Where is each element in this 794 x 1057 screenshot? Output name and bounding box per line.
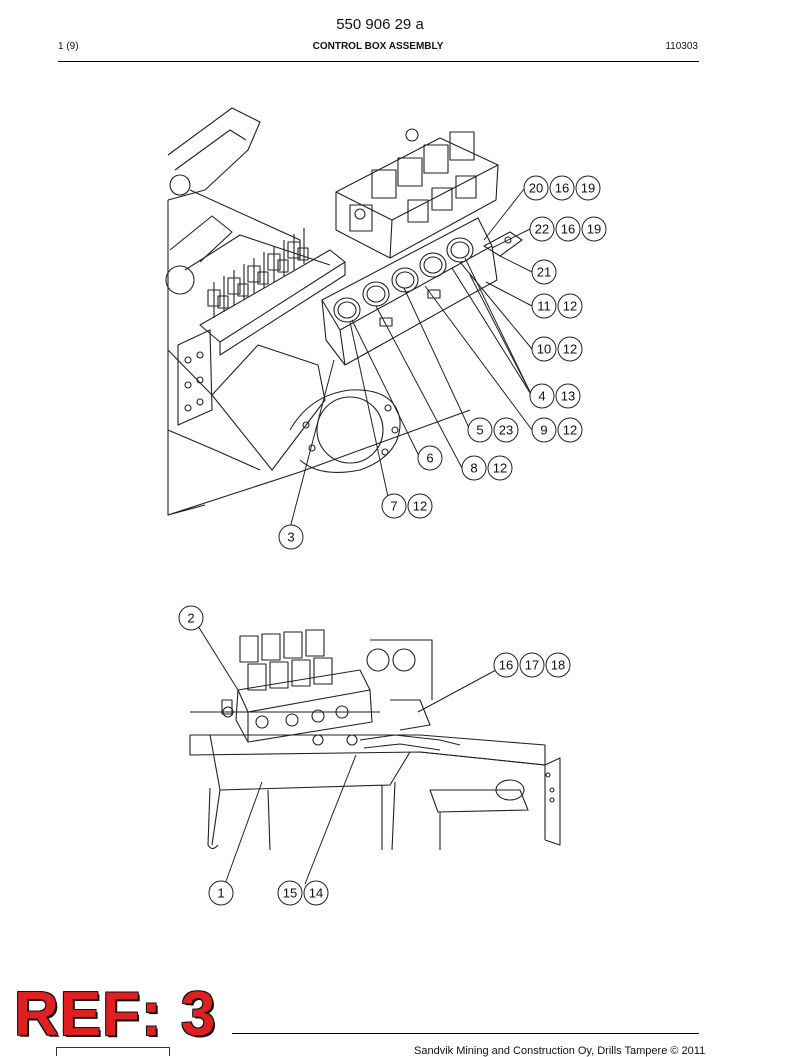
top-callout-balloon-label: 3	[287, 530, 294, 545]
top-callout-balloon-label: 7	[390, 499, 397, 514]
top-callout-balloon-circle	[417, 445, 443, 471]
bottom-callout-balloon-circle	[303, 880, 329, 906]
top-callout-balloon-circle	[557, 336, 583, 362]
top-callout-balloon-circle	[529, 216, 555, 242]
bottom-callout-balloon-label: 14	[309, 886, 323, 901]
top-callout-balloon-circle	[555, 216, 581, 242]
top-callout-balloon-label: 6	[426, 451, 433, 466]
top-callout-balloon-circle	[531, 336, 557, 362]
top-callout-balloon-label: 16	[561, 222, 575, 237]
bottom-callout-balloon-circle	[277, 880, 303, 906]
top-callout-balloon-label: 23	[499, 423, 513, 438]
top-callout-balloon-label: 12	[413, 499, 427, 514]
top-callout-balloon-circle	[531, 259, 557, 285]
top-callout-balloon-label: 19	[587, 222, 601, 237]
top-callout-balloon-circle	[531, 417, 557, 443]
top-callout-balloon-label: 8	[470, 461, 477, 476]
bottom-callout-balloon-label: 18	[551, 658, 565, 673]
bottom-callout-balloon-label: 2	[187, 611, 194, 626]
top-assembly-illustration	[165, 107, 523, 516]
top-callout-balloon-circle	[575, 175, 601, 201]
top-callout-balloon-circle	[381, 493, 407, 519]
revision-date: 110303	[665, 41, 698, 52]
top-callout-balloon-circle	[523, 175, 549, 201]
top-callout-balloon-circle	[549, 175, 575, 201]
top-callout-balloon-label: 12	[563, 423, 577, 438]
top-callout-balloon-label: 5	[476, 423, 483, 438]
top-callout-balloon-circle	[557, 293, 583, 319]
bottom-callout-balloon-label: 16	[499, 658, 513, 673]
top-callout-balloon-label: 16	[555, 181, 569, 196]
page-counter: 1 (9)	[58, 41, 79, 52]
left-valve-fittings	[207, 228, 309, 318]
top-callout-balloon-circle	[461, 455, 487, 481]
top-callout-balloon-label: 10	[537, 342, 551, 357]
bottom-assembly-illustration	[189, 629, 561, 851]
top-callout-balloon-label: 19	[581, 181, 595, 196]
top-leader-lines	[289, 188, 533, 529]
top-callout-balloon-circle	[529, 383, 555, 409]
top-callout-balloon-circle	[557, 417, 583, 443]
top-callout-balloon-label: 20	[529, 181, 543, 196]
top-callout-balloon-circle	[493, 417, 519, 443]
top-callout-balloon-circle	[467, 417, 493, 443]
top-callout-balloon-label: 13	[561, 389, 575, 404]
bottom-callout-balloon-label: 15	[283, 886, 297, 901]
document-number: 550 906 29 a	[336, 16, 424, 33]
bottom-callout-balloon-label: 1	[217, 886, 224, 901]
top-callout-balloon-label: 9	[540, 423, 547, 438]
reference-stamp: REF: 3	[14, 980, 217, 1049]
top-callout-balloon-circle	[487, 455, 513, 481]
top-callout-balloon-circle	[581, 216, 607, 242]
top-callout-balloon-label: 22	[535, 222, 549, 237]
bottom-callout-balloon-circle	[519, 652, 545, 678]
footer-copyright: Sandvik Mining and Construction Oy, Dril…	[414, 1045, 706, 1057]
top-callout-balloon-label: 12	[493, 461, 507, 476]
bottom-fittings	[221, 699, 358, 746]
bottom-leader-lines	[197, 625, 497, 885]
bottom-solenoids	[239, 629, 333, 691]
top-callout-balloon-label: 11	[537, 299, 551, 314]
bottom-callout-balloon-label: 17	[525, 658, 539, 673]
top-callout-balloon-circle	[555, 383, 581, 409]
bottom-callout-balloon-circle	[178, 605, 204, 631]
bottom-gauges	[366, 648, 416, 672]
top-callout-balloon-circle	[278, 524, 304, 550]
footer-logo	[56, 1047, 170, 1056]
header-rule	[58, 61, 699, 62]
top-callout-balloon-label: 12	[563, 299, 577, 314]
bottom-callout-balloon-circle	[545, 652, 571, 678]
top-callout-balloon-label: 12	[563, 342, 577, 357]
page-title: CONTROL BOX ASSEMBLY	[312, 41, 444, 52]
solenoid-coils	[349, 131, 477, 232]
bottom-callout-balloon-circle	[493, 652, 519, 678]
bottom-callout-balloon-circle	[208, 880, 234, 906]
top-callout-balloon-circle	[407, 493, 433, 519]
footer-rule	[232, 1033, 699, 1034]
top-callout-balloon-label: 4	[538, 389, 545, 404]
top-callout-balloon-circle	[531, 293, 557, 319]
top-callout-balloon-label: 21	[537, 265, 551, 280]
